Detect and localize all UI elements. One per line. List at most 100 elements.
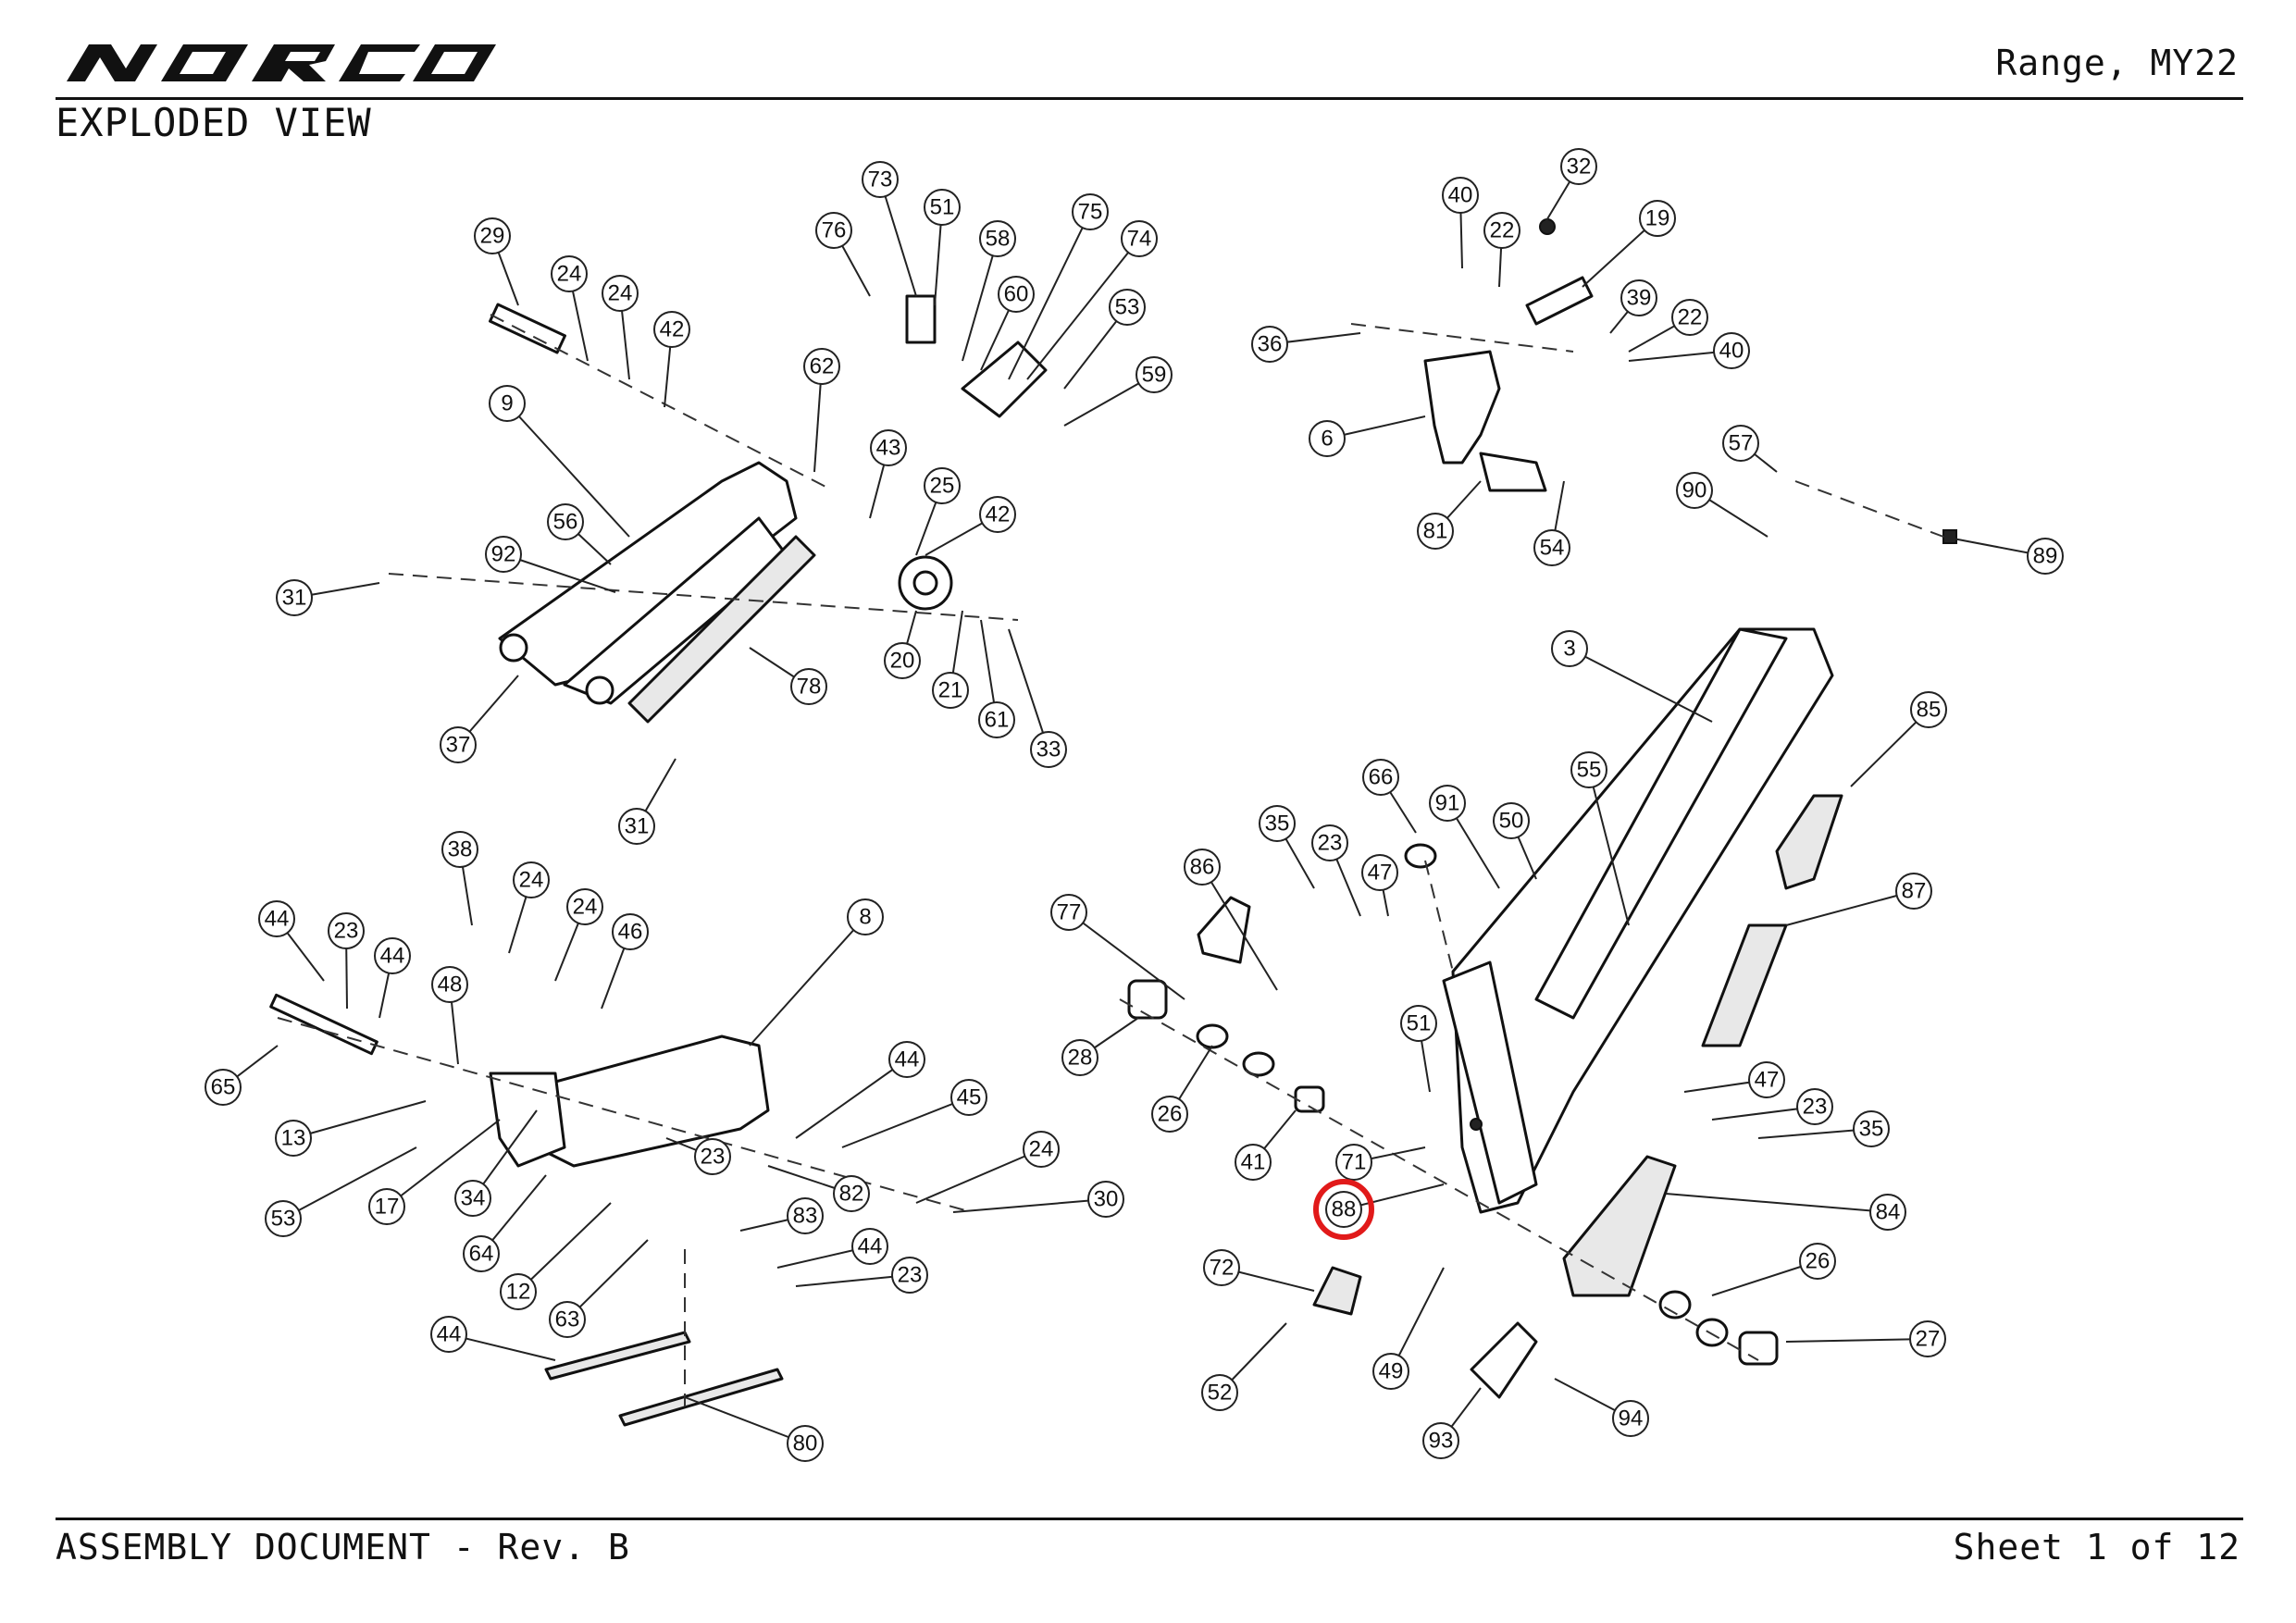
- callout-label: 78: [797, 675, 822, 700]
- callout-leader: [915, 1148, 1042, 1204]
- callout-22: 22: [1671, 299, 1708, 336]
- callout-54: 54: [1533, 529, 1570, 566]
- callout-42: 42: [979, 496, 1016, 533]
- callout-44: 44: [851, 1228, 888, 1265]
- callout-label: 71: [1342, 1150, 1367, 1175]
- callout-label: 53: [271, 1207, 296, 1232]
- callout-label: 61: [985, 708, 1010, 733]
- callout-label: 31: [625, 814, 650, 839]
- seat-clamp-part: [1404, 843, 1437, 869]
- callout-label: 93: [1429, 1429, 1454, 1454]
- callout-label: 54: [1540, 536, 1565, 561]
- callout-31: 31: [276, 579, 313, 616]
- callout-leader: [386, 1119, 501, 1208]
- callout-93: 93: [1422, 1422, 1459, 1459]
- callout-label: 24: [573, 895, 598, 920]
- callout-label: 60: [1004, 282, 1029, 307]
- callout-leader: [1588, 769, 1630, 926]
- callout-73: 73: [862, 161, 899, 198]
- callout-63: 63: [549, 1301, 586, 1338]
- cog-hub-part: [912, 570, 938, 596]
- callout-26: 26: [1151, 1096, 1188, 1133]
- rail-part: [544, 1331, 691, 1381]
- callout-label: 24: [519, 868, 544, 893]
- chain-guide-part: [627, 535, 816, 724]
- callout-label: 66: [1369, 765, 1394, 790]
- callout-label: 42: [660, 317, 685, 342]
- callout-label: 23: [1318, 831, 1343, 856]
- callout-label: 33: [1036, 737, 1061, 762]
- callout-leader: [684, 1396, 806, 1444]
- callout-label: 42: [986, 502, 1011, 527]
- callout-92: 92: [485, 536, 522, 573]
- callout-50: 50: [1493, 802, 1530, 839]
- assembly-axis: [1794, 480, 1944, 538]
- callout-43: 43: [870, 429, 907, 466]
- callout-label: 64: [469, 1242, 494, 1267]
- callout-61: 61: [978, 701, 1015, 738]
- callout-label: 12: [506, 1280, 531, 1305]
- callout-label: 50: [1499, 809, 1524, 834]
- callout-3: 3: [1551, 630, 1588, 667]
- callout-leader: [506, 403, 630, 538]
- pivot-bearing-part: [585, 675, 614, 705]
- callout-52: 52: [1201, 1374, 1238, 1411]
- callout-80: 80: [787, 1425, 824, 1462]
- bb-bearing-part: [1695, 1318, 1729, 1347]
- callout-31: 31: [618, 808, 655, 845]
- callout-23: 23: [1796, 1088, 1833, 1125]
- callout-55: 55: [1570, 751, 1607, 788]
- callout-33: 33: [1030, 731, 1067, 768]
- callout-94: 94: [1612, 1400, 1649, 1437]
- callout-37: 37: [440, 726, 477, 763]
- callout-leader: [503, 553, 616, 593]
- callout-45: 45: [950, 1079, 987, 1116]
- callout-label: 53: [1115, 295, 1140, 320]
- callout-47: 47: [1748, 1061, 1785, 1098]
- callout-label: 17: [375, 1195, 400, 1220]
- callout-label: 24: [608, 281, 633, 306]
- callout-25: 25: [924, 467, 961, 504]
- callout-label: 47: [1755, 1068, 1780, 1093]
- callout-20: 20: [884, 642, 921, 679]
- callout-60: 60: [998, 276, 1035, 313]
- callout-59: 59: [1136, 356, 1173, 393]
- callout-86: 86: [1184, 849, 1221, 886]
- highlight-ring: [1313, 1179, 1374, 1240]
- callout-64: 64: [463, 1235, 500, 1272]
- chain-guide-bash-part: [1312, 1266, 1362, 1316]
- fastener-part: [1470, 1118, 1483, 1131]
- rocker-link-part: [1423, 350, 1501, 465]
- callout-12: 12: [500, 1273, 537, 1310]
- seat-tube-part: [1442, 960, 1538, 1205]
- callout-23: 23: [328, 912, 365, 949]
- shock-mount-part: [1479, 452, 1547, 492]
- callout-23: 23: [694, 1138, 731, 1175]
- axes-layer: [277, 314, 1944, 1406]
- axle-pin-part: [489, 303, 566, 354]
- callout-label: 23: [898, 1263, 923, 1288]
- callout-label: 43: [876, 436, 901, 461]
- callout-label: 48: [438, 973, 463, 997]
- callout-56: 56: [547, 503, 584, 540]
- callout-label: 91: [1435, 791, 1460, 816]
- callout-23: 23: [1311, 824, 1348, 861]
- callout-label: 94: [1619, 1406, 1644, 1431]
- bb-cup-part: [1127, 979, 1168, 1020]
- skid-plate-part: [1562, 1155, 1677, 1297]
- callout-label: 35: [1265, 812, 1290, 836]
- callout-84: 84: [1869, 1194, 1906, 1231]
- callout-29: 29: [474, 217, 511, 254]
- callout-label: 88: [1332, 1197, 1357, 1222]
- callout-89: 89: [2027, 538, 2064, 575]
- callout-74: 74: [1121, 220, 1158, 257]
- callout-label: 30: [1094, 1187, 1119, 1212]
- bb-spindle-part: [1294, 1085, 1325, 1113]
- callout-91: 91: [1429, 785, 1466, 822]
- callout-label: 13: [281, 1126, 306, 1151]
- callout-leader: [879, 179, 917, 297]
- assembly-axis: [388, 573, 1019, 621]
- callout-leader: [282, 1146, 417, 1220]
- downtube-guard-part: [1701, 923, 1788, 1047]
